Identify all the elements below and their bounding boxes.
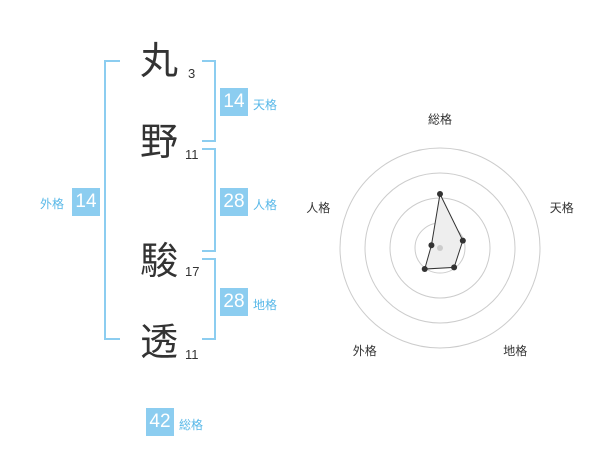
soukaku-value: 42 — [146, 408, 174, 436]
name-char-3: 駿 — [140, 239, 179, 283]
name-char-4: 透 — [140, 320, 179, 364]
radar-center-dot — [437, 245, 443, 251]
radar-area — [424, 192, 464, 270]
gaikaku-label: 外格 — [40, 197, 65, 211]
radar-ring-3 — [364, 172, 516, 324]
chikaku-value: 28 — [220, 288, 248, 316]
radar-axis-label-5: 人格 — [306, 200, 330, 215]
tenkaku-label: 天格 — [253, 98, 278, 112]
jinkaku-value: 28 — [220, 188, 248, 216]
stroke-count-2: 11 — [185, 147, 199, 162]
radar-axis-label-3: 地格 — [503, 343, 527, 358]
gaikaku-value: 14 — [72, 188, 100, 216]
stroke-count-4: 11 — [185, 347, 199, 362]
soukaku-label: 総格 — [179, 418, 204, 432]
radar-point-1 — [437, 191, 443, 197]
radar-point-4 — [421, 266, 428, 273]
tenkaku-bracket — [202, 60, 216, 142]
stroke-count-1: 3 — [188, 66, 196, 81]
chikaku-label: 地格 — [253, 298, 278, 312]
radar-point-5 — [428, 242, 435, 249]
name-char-1: 丸 — [140, 39, 179, 83]
radar-point-3 — [451, 264, 458, 271]
radar-ring-4 — [339, 147, 541, 349]
gaikaku-bracket — [104, 60, 120, 340]
radar-axis-label-1: 総格 — [428, 112, 452, 127]
chikaku-bracket — [202, 258, 216, 340]
jinkaku-bracket — [202, 148, 216, 252]
radar-axis-label-2: 天格 — [550, 200, 574, 215]
radar-point-2 — [459, 237, 466, 244]
tenkaku-value: 14 — [220, 88, 248, 116]
stroke-count-3: 17 — [185, 264, 200, 279]
radar-axis-label-4: 外格 — [353, 343, 377, 358]
jinkaku-label: 人格 — [253, 198, 278, 212]
name-char-2: 野 — [140, 120, 179, 164]
